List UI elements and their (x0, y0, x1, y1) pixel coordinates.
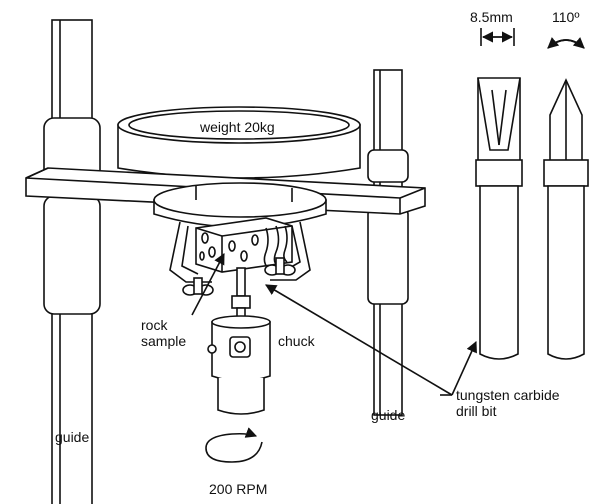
chuck (207, 315, 271, 415)
weight-label: weight 20kg (199, 119, 275, 135)
drill-bit-label-line1: tungsten carbide (456, 387, 560, 403)
leader-lines (191, 253, 477, 396)
guide-label-right: guide (371, 407, 405, 423)
weight-disc (117, 106, 361, 179)
chuck-label: chuck (278, 333, 316, 349)
guide-label-left: guide (55, 429, 89, 445)
pointed-drill-bit (543, 78, 589, 360)
rock-sample-label-line2: sample (141, 333, 186, 349)
angle-arrow-icon (547, 37, 585, 49)
dimension-arrow-icon (480, 28, 515, 46)
rotation-arrow-icon (205, 427, 263, 463)
speed-label: 200 RPM (209, 481, 267, 497)
drill-bit-label-line2: drill bit (456, 403, 497, 419)
flat-drill-bit (475, 77, 523, 360)
bit-angle-label: 110º (552, 9, 579, 25)
thumb-screws (182, 257, 296, 296)
left-guide-column (43, 19, 101, 504)
right-guide-column (367, 69, 409, 416)
drill-shaft (231, 267, 251, 323)
rock-sample-label-line1: rock (141, 317, 168, 333)
bit-width-label: 8.5mm (470, 9, 513, 25)
holder-plate (153, 182, 327, 228)
